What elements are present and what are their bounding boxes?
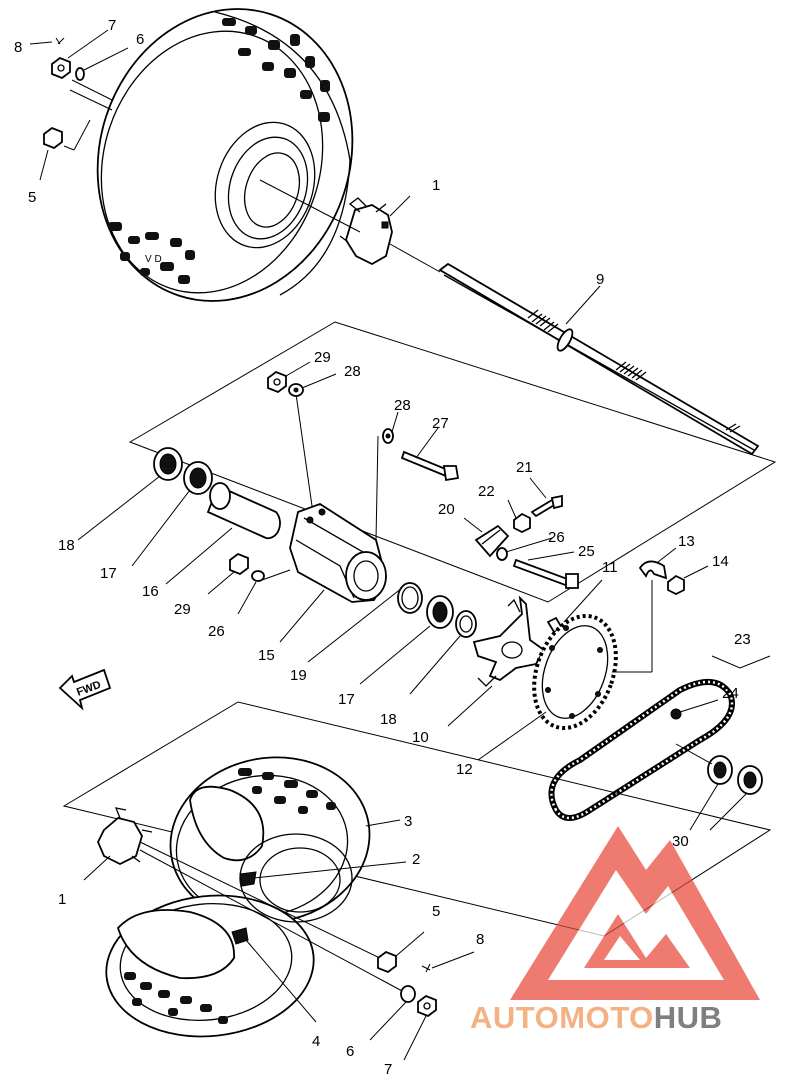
- top-wheel-fasteners: [29, 29, 129, 181]
- housing-fasteners: [207, 361, 399, 615]
- rear-wheel-bottom: [105, 756, 371, 1038]
- assembly-outline-box: [128, 321, 777, 603]
- chain-clip: [612, 547, 709, 673]
- callout-27: 27: [432, 415, 449, 432]
- callout-1-bottom: 1: [58, 891, 66, 908]
- bolt-27: [400, 427, 460, 482]
- callout-24: 24: [722, 685, 739, 702]
- right-bearing-set: [307, 582, 477, 695]
- callout-26-top: 26: [548, 529, 565, 546]
- callout-11: 11: [602, 559, 618, 576]
- callout-13: 13: [678, 533, 695, 550]
- callout-20: 20: [438, 501, 455, 518]
- callout-8-bottom: 8: [476, 931, 484, 948]
- callout-22: 22: [478, 483, 495, 500]
- brand-text-part2: HUB: [653, 1000, 723, 1035]
- callout-5-bottom: 5: [432, 903, 440, 920]
- fwd-direction-arrow: FWD: [58, 668, 112, 711]
- hub-bottom: [83, 807, 475, 1061]
- rear-sprocket: [477, 613, 618, 761]
- brand-text-part1: AUTOMOTO: [470, 1000, 654, 1035]
- left-bearing-set: [77, 447, 281, 585]
- callout-3: 3: [404, 813, 412, 830]
- callout-10: 10: [412, 729, 429, 746]
- callout-5-top: 5: [28, 189, 36, 206]
- callout-17-left: 17: [100, 565, 117, 582]
- callout-21: 21: [516, 459, 533, 476]
- watermark-brand-text: AUTOMOTOHUB: [470, 1000, 790, 1040]
- adjuster-parts: [463, 477, 579, 589]
- svg-text:V D: V D: [145, 254, 162, 265]
- callout-29-top: 29: [314, 349, 331, 366]
- rear-axle: [389, 243, 760, 456]
- callout-7-bottom: 7: [384, 1061, 392, 1078]
- callout-2: 2: [412, 851, 420, 868]
- callout-8-top: 8: [14, 39, 22, 56]
- callout-25: 25: [578, 543, 595, 560]
- callout-12: 12: [456, 761, 473, 778]
- axle-housing: [261, 393, 387, 643]
- bottom-outline-box: [62, 701, 772, 937]
- callout-7-top: 7: [108, 17, 116, 34]
- rear-wheel-top: V D: [96, 8, 354, 302]
- callout-4: 4: [312, 1033, 320, 1050]
- callout-29-left: 29: [174, 601, 191, 618]
- drive-chain: [548, 655, 771, 831]
- callout-16: 16: [142, 583, 159, 600]
- callout-28-top: 28: [344, 363, 361, 380]
- callout-numbers: 8 7 6 5 1 9 29 28 28 27 21 22 20 26 25 1…: [14, 17, 751, 1078]
- callout-15: 15: [258, 647, 275, 664]
- callout-9: 9: [596, 271, 604, 288]
- callout-19: 19: [290, 667, 307, 684]
- callout-14: 14: [712, 553, 729, 570]
- callout-30: 30: [672, 833, 689, 850]
- hub-top: [259, 179, 411, 266]
- sprocket-hub: [447, 579, 603, 727]
- callout-6-top: 6: [136, 31, 144, 48]
- callout-6-bottom: 6: [346, 1043, 354, 1060]
- watermark-logo-icon: [510, 826, 760, 1000]
- callout-1-top: 1: [432, 177, 440, 194]
- callout-23: 23: [734, 631, 751, 648]
- callout-17-mid: 17: [338, 691, 355, 708]
- callout-18-mid: 18: [380, 711, 397, 728]
- callout-26-left: 26: [208, 623, 225, 640]
- callout-18-left: 18: [58, 537, 75, 554]
- callout-28-mid: 28: [394, 397, 411, 414]
